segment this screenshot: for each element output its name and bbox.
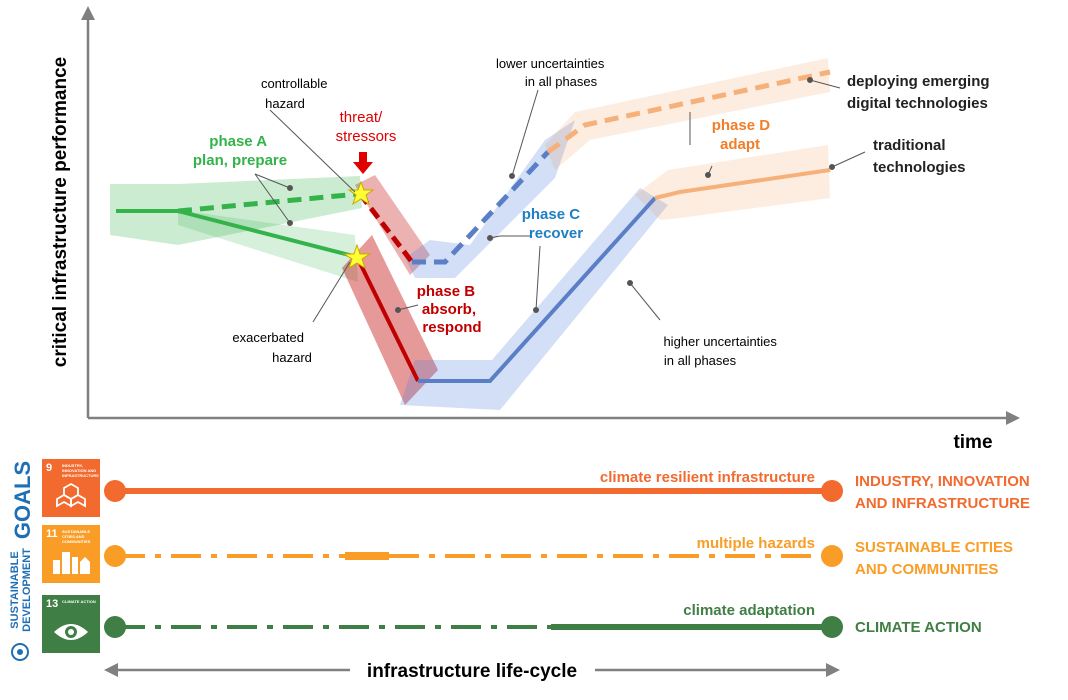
line-phase-a-lower <box>177 209 358 259</box>
phase-b-label-1: phase B <box>417 283 476 300</box>
exacerbated-hazard-star-icon <box>342 243 372 270</box>
sdg13-icon-box: 13 CLIMATE ACTION <box>42 595 100 653</box>
x-axis-arrowhead <box>1006 411 1020 425</box>
svg-text:threat/ stressors: threat/ stressors <box>336 109 397 145</box>
controllable-hazard-star-icon <box>347 180 375 206</box>
sdg11-title-line2: AND COMMUNITIES <box>855 561 999 578</box>
svg-text:controllable hazard: controllable hazard <box>261 76 331 111</box>
sdg-vertical-branding: SUSTAINABLE DEVELOPMENT GOALS <box>9 461 35 661</box>
svg-text:lower uncertainties in all: lower uncertainties in all phases <box>496 56 608 89</box>
sdg11-timeline: multiple hazards <box>104 535 843 567</box>
svg-text:phase C recover: phase C recover <box>522 206 585 242</box>
higher-uncertainties-label-1: higher uncertainties <box>663 334 777 349</box>
y-axis-arrowhead <box>81 6 95 20</box>
sdg11-line-label: multiple hazards <box>697 535 815 552</box>
sdg9-number: 9 <box>46 462 53 474</box>
line-phase-c-dashed <box>412 150 550 265</box>
sdg9-caption: INDUSTRY, INNOVATION AND INFRASTRUCTURE <box>62 463 99 478</box>
phase-c-label-1: phase C <box>522 206 581 223</box>
sdg11-number: 11 <box>46 528 58 540</box>
sdg9-icon-box: 9 INDUSTRY, INNOVATION AND INFRASTRUCTUR… <box>42 459 100 517</box>
phase-a-label-1: phase A <box>209 133 267 150</box>
threat-label-2: stressors <box>336 128 397 145</box>
phase-c-label-2: recover <box>529 225 583 242</box>
line-phase-d-dashed <box>546 69 831 155</box>
band-phase-a-lower <box>178 210 358 282</box>
sdg-vertical-line2: DEVELOPMENT <box>21 548 33 632</box>
svg-text:traditional technologies: traditional technologies <box>873 137 966 176</box>
eye-globe-icon <box>42 620 100 649</box>
exacerbated-hazard-label-2: hazard <box>272 350 312 365</box>
sdg13-title-line1: CLIMATE ACTION <box>855 619 982 636</box>
threat-label-1: threat/ <box>340 109 383 126</box>
buildings-icon <box>42 548 100 579</box>
lower-uncertainties-label-2: in all phases <box>525 74 598 89</box>
sdg9-title-line1: INDUSTRY, INNOVATION <box>855 473 1030 490</box>
svg-text:deploying emerging digital: deploying emerging digital technologies <box>847 73 994 112</box>
lifecycle-arrowhead-left <box>104 663 118 677</box>
phase-b-label-3: respond <box>422 319 481 336</box>
controllable-hazard-label-2: hazard <box>265 96 305 111</box>
svg-text:higher uncertainties in al: higher uncertainties in all phases <box>663 334 780 368</box>
svg-text:exacerbated hazard: exacerbated hazard <box>232 330 311 365</box>
sdg11-caption: SUSTAINABLE CITIES AND COMMUNITIES <box>62 529 91 544</box>
svg-text:phase D adapt: phase D adapt <box>712 117 775 153</box>
exacerbated-hazard-label-1: exacerbated <box>232 330 304 345</box>
higher-uncertainties-label-2: in all phases <box>664 353 737 368</box>
sdg11-title: SUSTAINABLE CITIES AND COMMUNITIES <box>855 537 1013 581</box>
sdg11-icon-box: 11 SUSTAINABLE CITIES AND COMMUNITIES <box>42 525 100 583</box>
svg-text:phase A plan, prepare: phase A plan, prepare <box>193 133 287 169</box>
phase-b-label-2: absorb, <box>422 301 476 318</box>
traditional-tech-label-1: traditional <box>873 137 946 154</box>
threat-arrow-icon <box>353 152 373 174</box>
phase-d-label-2: adapt <box>720 136 760 153</box>
cubes-icon <box>42 482 100 513</box>
band-phase-b-upper <box>355 175 430 275</box>
lower-uncertainties-label-1: lower uncertainties <box>496 56 605 71</box>
line-phase-a-dashed <box>177 191 359 214</box>
sdg9-line-label: climate resilient infrastructure <box>600 469 815 486</box>
x-axis-label: time <box>953 432 992 453</box>
lifecycle-label: infrastructure life-cycle <box>367 661 577 682</box>
sdg13-timeline: climate adaptation <box>104 602 843 638</box>
sdg11-title-line1: SUSTAINABLE CITIES <box>855 539 1014 556</box>
un-emblem-icon <box>11 643 29 661</box>
traditional-tech-label-2: technologies <box>873 159 966 176</box>
phase-d-label-1: phase D <box>712 117 771 134</box>
leader-lines <box>254 77 866 323</box>
sdg13-caption: CLIMATE ACTION <box>62 599 96 604</box>
emerging-tech-label-1: deploying emerging <box>847 73 990 90</box>
band-phase-a-start <box>110 176 362 245</box>
sdg13-number: 13 <box>46 598 59 610</box>
sdg-vertical-line1: SUSTAINABLE <box>9 551 21 628</box>
controllable-hazard-label-1: controllable <box>261 76 328 91</box>
sdg9-timeline: climate resilient infrastructure <box>104 469 843 502</box>
svg-text:phase B absorb, respon: phase B absorb, respond <box>417 283 482 336</box>
band-phase-c-upper <box>405 120 575 278</box>
sdg13-line-label: climate adaptation <box>683 602 815 619</box>
sdg-vertical-goals: GOALS <box>10 461 35 539</box>
line-phase-b-dashed <box>358 192 414 264</box>
emerging-tech-label-2: digital technologies <box>847 95 988 112</box>
band-phase-c-lower <box>400 188 668 410</box>
line-phase-b-solid <box>355 256 420 382</box>
y-axis-label: critical infrastructure performance <box>50 57 71 367</box>
line-phase-d-solid <box>654 168 831 200</box>
line-phase-c-solid <box>418 196 657 383</box>
sdg9-title: INDUSTRY, INNOVATION AND INFRASTRUCTURE <box>855 471 1030 515</box>
phase-a-label-2: plan, prepare <box>193 152 287 169</box>
sdg13-title: CLIMATE ACTION <box>855 617 982 639</box>
lifecycle-arrowhead-right <box>826 663 840 677</box>
sdg9-title-line2: AND INFRASTRUCTURE <box>855 495 1030 512</box>
